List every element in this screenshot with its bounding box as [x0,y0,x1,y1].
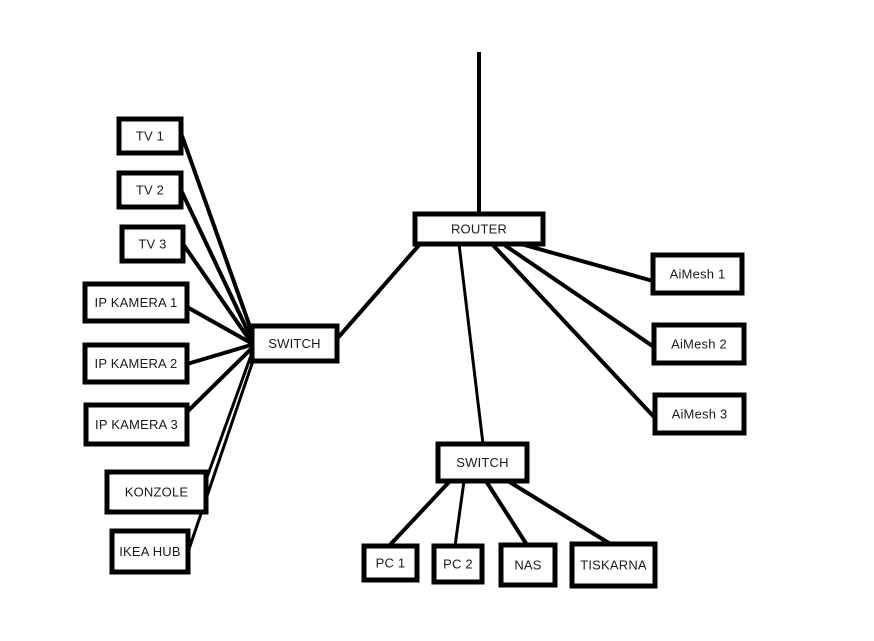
connection-ipkam3-to-switch_l [185,346,254,414]
node-box-pc1[interactable] [361,543,420,583]
connection-router-to-aimesh2 [501,242,656,349]
node-pc2[interactable]: PC 2 [431,543,485,585]
connection-switch_b-to-tiskarna [506,479,614,547]
node-box-aimesh1[interactable] [650,252,745,296]
node-box-tv1[interactable] [116,116,184,156]
node-box-ipkam2[interactable] [82,342,190,385]
node-label-aimesh3: AiMesh 3 [672,406,728,421]
connection-ipkam2-to-switch_l [186,343,252,366]
connection-lines-group [179,52,657,553]
node-box-tv3[interactable] [119,224,186,264]
node-label-tiskarna: TISKARNA [580,557,647,572]
connection-switch_b-to-nas [484,479,529,547]
node-tv1[interactable]: TV 1 [116,116,184,156]
node-box-switch_b[interactable] [435,441,530,484]
node-tv2[interactable]: TV 2 [116,170,184,210]
node-label-ipkam2: IP KAMERA 2 [95,356,178,371]
connection-router-to-aimesh3 [490,242,657,420]
node-ikeahub[interactable]: IKEA HUB [109,528,191,575]
connection-tv2-to-switch_l [179,189,254,341]
node-aimesh3[interactable]: AiMesh 3 [652,392,747,436]
node-label-tv2: TV 2 [136,182,164,197]
node-box-pc2[interactable] [431,543,485,585]
node-switch_l[interactable]: SWITCH [249,323,340,364]
node-aimesh2[interactable]: AiMesh 2 [651,322,747,366]
connection-router-to-switch_b [457,243,485,445]
node-box-tv2[interactable] [116,170,184,210]
node-label-aimesh1: AiMesh 1 [670,266,726,281]
device-nodes-group: TV 1 TV 2 TV 3 IP KAMERA 1 IP KAMERA 2 IP KAM… [82,116,747,589]
node-box-tiskarna[interactable] [569,541,658,589]
node-label-switch_l: SWITCH [268,336,320,351]
node-label-ipkam3: IP KAMERA 3 [95,417,178,432]
connection-tv3-to-switch_l [181,242,253,344]
node-label-ipkam1: IP KAMERA 1 [95,295,178,310]
node-box-aimesh2[interactable] [651,322,747,366]
node-tiskarna[interactable]: TISKARNA [569,541,658,589]
node-box-router[interactable] [412,211,546,247]
node-konzole[interactable]: KONZOLE [104,469,209,515]
connection-konzole-to-switch_l [204,349,255,481]
node-box-aimesh3[interactable] [652,392,747,436]
node-pc1[interactable]: PC 1 [361,543,420,583]
node-box-ipkam1[interactable] [82,281,190,324]
node-label-tv3: TV 3 [138,236,166,251]
node-router[interactable]: ROUTER [412,211,546,247]
node-label-switch_b: SWITCH [456,455,508,470]
node-label-konzole: KONZOLE [125,484,189,499]
node-box-switch_l[interactable] [249,323,340,364]
node-box-ikeahub[interactable] [109,528,191,575]
connection-router-to-aimesh1 [520,242,654,283]
connection-switch_l-to-router [334,242,422,342]
node-aimesh1[interactable]: AiMesh 1 [650,252,745,296]
node-label-tv1: TV 1 [136,128,164,143]
node-label-pc1: PC 1 [376,555,406,570]
node-box-ipkam3[interactable] [83,402,190,447]
connection-switch_b-to-pc1 [387,479,452,548]
node-ipkam1[interactable]: IP KAMERA 1 [82,281,190,324]
node-label-ikeahub: IKEA HUB [119,544,181,559]
node-box-konzole[interactable] [104,469,209,515]
node-ipkam3[interactable]: IP KAMERA 3 [83,402,190,447]
connection-ipkam1-to-switch_l [186,305,252,345]
node-nas[interactable]: NAS [498,542,558,588]
node-label-router: ROUTER [451,221,507,236]
node-switch_b[interactable]: SWITCH [435,441,530,484]
node-ipkam2[interactable]: IP KAMERA 2 [82,342,190,385]
connection-ikeahub-to-switch_l [186,351,258,553]
node-tv3[interactable]: TV 3 [119,224,186,264]
connection-tv1-to-switch_l [179,132,256,339]
node-box-nas[interactable] [498,542,558,588]
node-label-nas: NAS [514,557,541,572]
node-label-aimesh2: AiMesh 2 [671,336,727,351]
connection-switch_b-to-pc2 [453,480,466,547]
node-label-pc2: PC 2 [443,556,473,571]
